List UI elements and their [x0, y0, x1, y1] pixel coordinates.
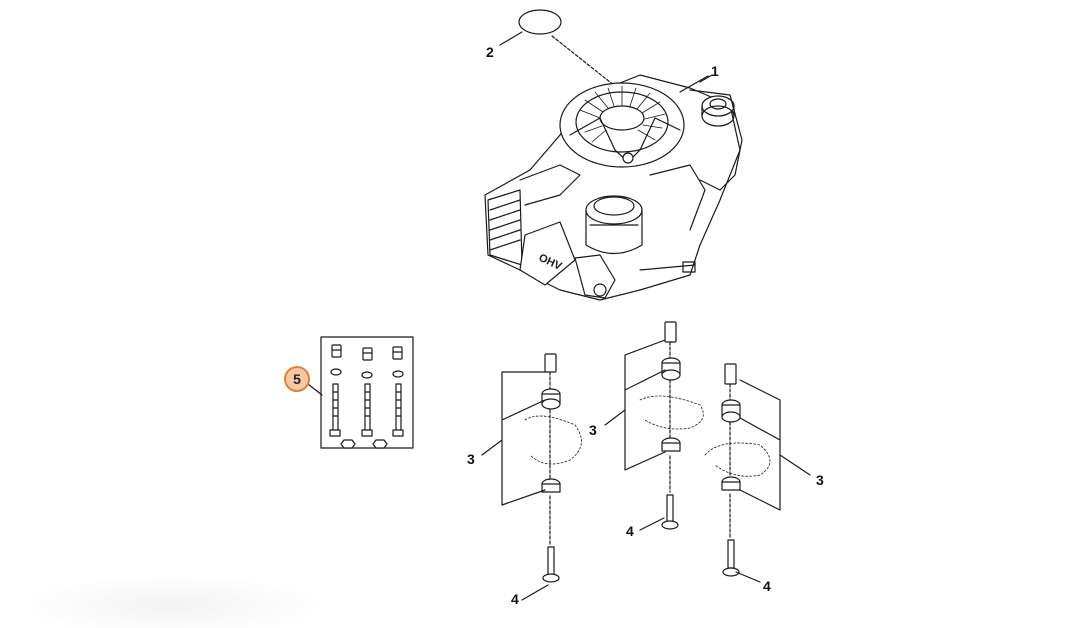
callout-4-middle[interactable]: 4: [626, 523, 634, 539]
cap-disc-part: [499, 9, 621, 91]
blade-assembly-middle: [604, 321, 704, 531]
blade-assembly-left: [481, 353, 582, 601]
callout-4-left[interactable]: 4: [511, 591, 519, 607]
callout-3-middle[interactable]: 3: [589, 422, 597, 438]
blade-assembly-right: [704, 363, 811, 583]
bolt-kit-box: [320, 336, 414, 449]
callout-5-highlighted[interactable]: 5: [284, 366, 310, 392]
engine-part: [484, 74, 743, 301]
callout-4-right[interactable]: 4: [763, 578, 771, 594]
callout-3-left[interactable]: 3: [467, 451, 475, 467]
callout-2[interactable]: 2: [486, 44, 494, 60]
callout-3-right[interactable]: 3: [816, 472, 824, 488]
callout-1[interactable]: 1: [711, 63, 719, 79]
background-shadow: [8, 572, 338, 628]
